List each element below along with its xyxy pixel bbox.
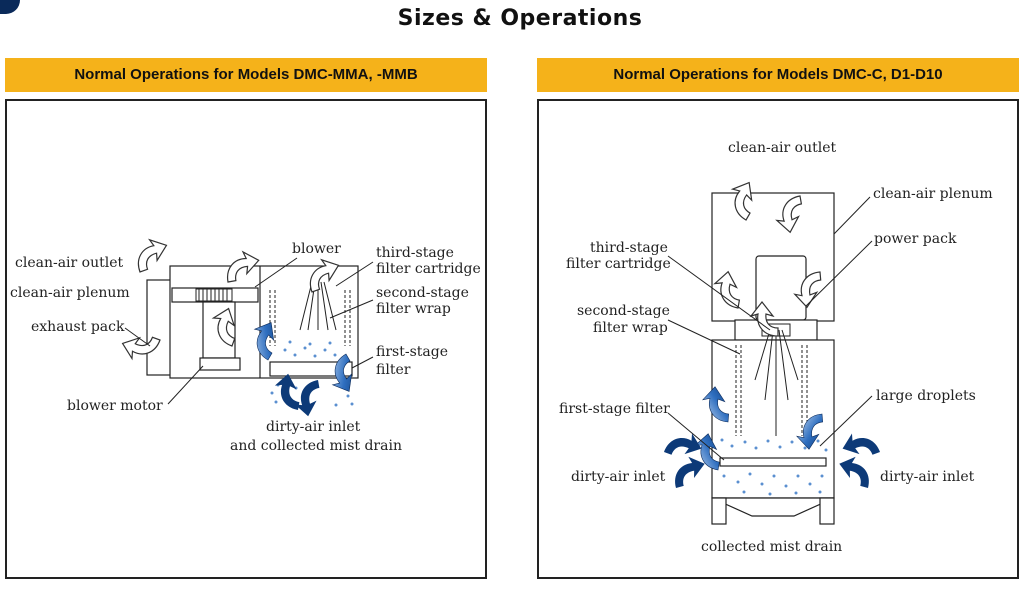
page-title: Sizes & Operations xyxy=(397,6,643,31)
left-label-clean-air-plenum: clean-air plenum xyxy=(10,285,130,301)
left-label-clean-air-outlet: clean-air outlet xyxy=(15,255,123,271)
right-label-second-stage-1: second-stage xyxy=(577,303,670,319)
right-leader-lines xyxy=(667,196,873,461)
blower-motor xyxy=(199,357,241,371)
left-panel-header: Normal Operations for Models DMC-MMA, -M… xyxy=(5,58,487,92)
third-stage-cartridge xyxy=(299,281,337,331)
right-first-stage-filter xyxy=(719,457,827,467)
right-label-third-stage-2: filter cartridge xyxy=(566,256,671,272)
left-label-second-stage-2: filter wrap xyxy=(376,301,451,317)
left-label-dirty-air-2: and collected mist drain xyxy=(230,438,402,454)
left-label-blower: blower xyxy=(292,241,341,257)
right-label-clean-air-plenum: clean-air plenum xyxy=(873,186,993,202)
left-label-third-stage-1: third-stage xyxy=(376,245,454,261)
right-label-first-stage-filter: first-stage filter xyxy=(559,401,670,417)
right-mist-droplets xyxy=(720,438,828,496)
corner-accent xyxy=(0,0,20,14)
exhaust-pack-box xyxy=(146,279,172,376)
right-label-collected-mist-drain: collected mist drain xyxy=(701,539,842,555)
left-leader-lines xyxy=(124,257,374,405)
right-label-dirty-air-inlet-left: dirty-air inlet xyxy=(571,469,666,485)
right-leg xyxy=(819,497,835,525)
left-label-first-stage-1: first-stage xyxy=(376,344,448,360)
left-label-first-stage-2: filter xyxy=(376,362,411,378)
drain-hopper xyxy=(711,497,835,517)
left-label-third-stage-2: filter cartridge xyxy=(376,261,481,277)
blower xyxy=(195,288,233,302)
left-unit-drawing xyxy=(118,234,364,419)
left-label-second-stage-1: second-stage xyxy=(376,285,469,301)
right-label-power-pack: power pack xyxy=(874,231,957,247)
right-unit-drawing xyxy=(664,176,880,525)
right-label-large-droplets: large droplets xyxy=(876,388,976,404)
right-label-clean-air-outlet: clean-air outlet xyxy=(728,140,836,156)
right-third-stage-cartridge xyxy=(754,329,799,436)
left-housing xyxy=(169,265,359,379)
left-label-exhaust-pack: exhaust pack xyxy=(31,319,125,335)
left-label-dirty-air-1: dirty-air inlet xyxy=(266,419,361,435)
right-panel-header: Normal Operations for Models DMC-C, D1-D… xyxy=(537,58,1019,92)
left-label-blower-motor: blower motor xyxy=(67,398,163,414)
right-label-second-stage-2: filter wrap xyxy=(593,320,668,336)
left-leg xyxy=(711,497,727,525)
first-stage-filter xyxy=(269,361,353,377)
right-label-third-stage-1: third-stage xyxy=(590,240,668,256)
right-label-dirty-air-inlet-right: dirty-air inlet xyxy=(880,469,975,485)
